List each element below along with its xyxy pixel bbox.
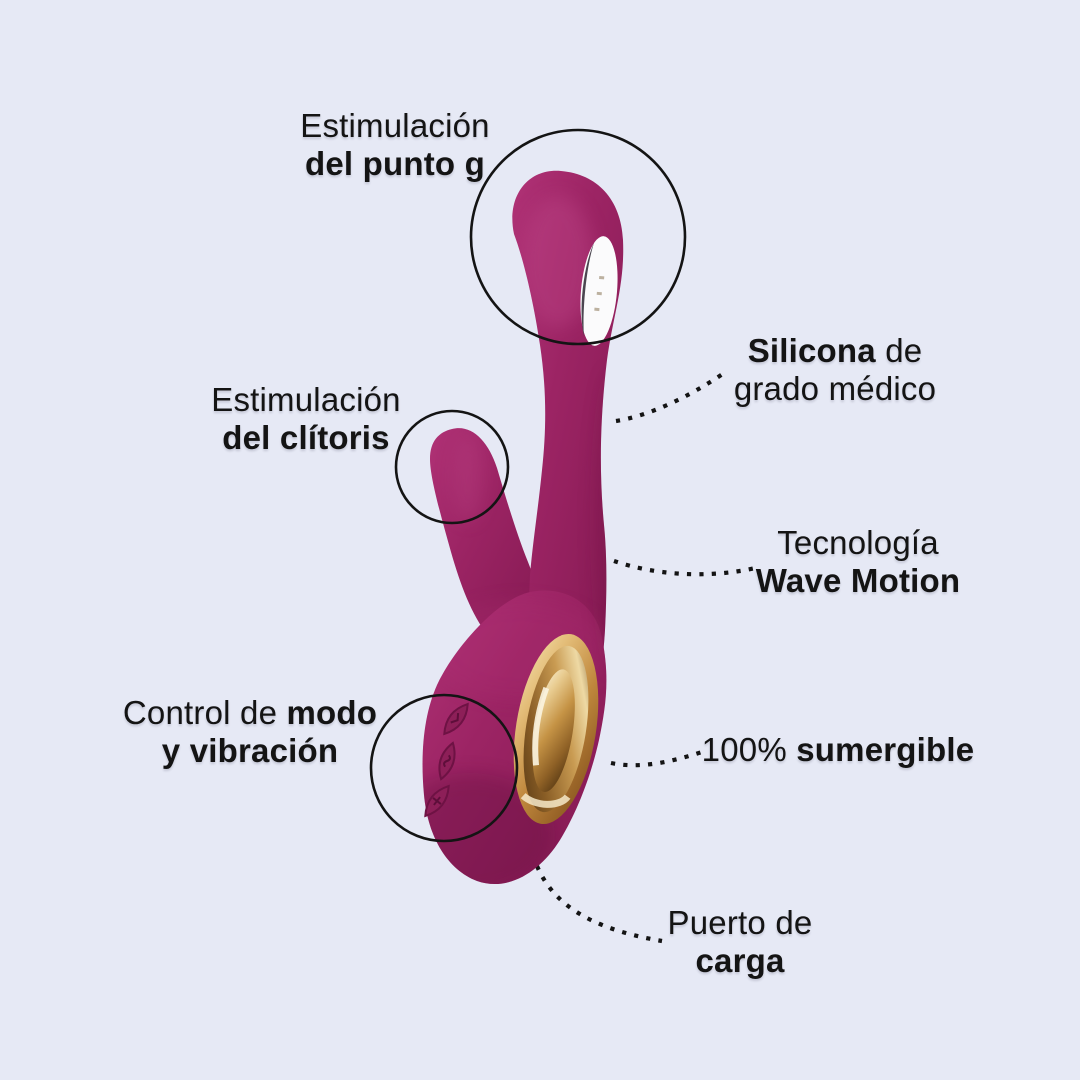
label-line: del clítoris xyxy=(222,419,390,456)
tip-display-inset xyxy=(580,236,618,346)
label-line: y vibración xyxy=(161,732,339,769)
label-mode-control: Control de modo y vibración xyxy=(90,694,410,770)
label-line: Control de modo xyxy=(122,694,378,731)
leader-line-charging-port xyxy=(535,865,663,944)
label-line: Wave Motion xyxy=(755,562,961,599)
callout-circle-clitoris xyxy=(394,409,510,525)
label-g-spot: Estimulación del punto g xyxy=(235,107,555,183)
label-wave-tech: Tecnología Wave Motion xyxy=(698,524,1018,600)
callout-circle-controls xyxy=(369,693,519,843)
plus-button xyxy=(424,784,450,818)
mode-button xyxy=(443,702,469,736)
label-submersible: 100% sumergible xyxy=(678,731,998,769)
label-line: Puerto de xyxy=(667,904,813,941)
label-silicone: Silicona de grado médico xyxy=(675,332,995,408)
label-clitoris: Estimulación del clítoris xyxy=(146,381,466,457)
label-line: Tecnología xyxy=(777,524,939,561)
callout-circle-g-spot xyxy=(469,128,687,346)
label-line: Silicona de xyxy=(747,332,923,369)
label-line: carga xyxy=(695,942,785,979)
wave-button xyxy=(438,741,456,781)
leader-line-wave-motion xyxy=(613,559,761,577)
product-device xyxy=(422,170,624,885)
label-line: Estimulación xyxy=(211,381,401,418)
label-line: Estimulación xyxy=(300,107,490,144)
label-line: 100% sumergible xyxy=(701,731,975,768)
gold-ring-handle xyxy=(513,633,599,825)
label-line: grado médico xyxy=(733,370,937,407)
label-charging-port: Puerto de carga xyxy=(580,904,900,980)
control-buttons xyxy=(424,702,469,818)
label-line: del punto g xyxy=(305,145,485,182)
